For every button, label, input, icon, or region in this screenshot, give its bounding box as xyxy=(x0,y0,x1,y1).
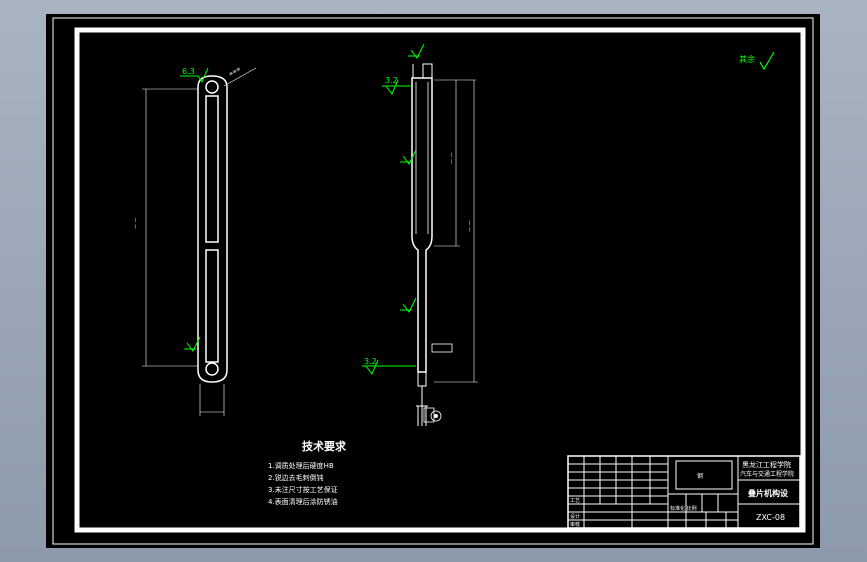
link-dimensions xyxy=(142,67,257,416)
cad-drawing: — — 6.3 ≡≡≡ — — — — 3.2 xyxy=(52,17,814,545)
shaft-roughness-mid xyxy=(400,149,417,313)
shaft-outline xyxy=(411,77,433,373)
school-line-1: 黑龙江工程学院 xyxy=(742,460,791,469)
shaft-dimensions xyxy=(425,79,478,383)
link-length-dim: — — xyxy=(133,217,139,229)
roughness-symbol-icon xyxy=(184,336,201,352)
top-hole xyxy=(205,80,219,94)
tech-req-item-2: 2.锐边去毛刺倒钝 xyxy=(268,473,324,482)
lower-slot xyxy=(205,249,219,363)
cell-design: 设计 xyxy=(570,513,580,520)
bottom-hole xyxy=(205,362,219,376)
roughness-3-2-top-label: 3.2 xyxy=(385,76,398,85)
part-name: 叠片机构设 xyxy=(748,488,788,498)
roughness-3-2-bottom-label: 3.2 xyxy=(364,357,377,366)
upper-slot xyxy=(205,95,219,243)
shaft-length-dim-2: — — xyxy=(467,220,473,232)
shaft-length-dim-1: — — xyxy=(449,152,455,164)
roughness-symbol-icon xyxy=(759,51,775,71)
datum-circle-icon xyxy=(430,410,442,422)
shaft-view xyxy=(411,63,433,426)
tech-req-item-1: 1.调质处理后硬度HB xyxy=(268,461,334,470)
slotted-link-view xyxy=(197,75,228,383)
other-roughness-note: 其余 xyxy=(739,51,775,71)
school-line-2: 汽车与交通工程学院 xyxy=(740,470,794,478)
inner-border xyxy=(74,27,806,533)
tech-req-title: 技术要求 xyxy=(302,439,347,453)
other-roughness-label: 其余 xyxy=(739,54,755,64)
roughness-symbol-icon xyxy=(362,359,416,375)
chamfer-note: ≡≡≡ xyxy=(228,66,242,77)
cell-process: 工艺 xyxy=(570,498,580,504)
link-roughness-bottom xyxy=(184,336,201,352)
link-outline xyxy=(197,75,228,383)
datum-marker xyxy=(423,407,442,423)
roughness-symbol-icon xyxy=(382,79,412,95)
tech-req-item-3: 3.未注尺寸按工艺保证 xyxy=(268,485,338,494)
roughness-symbol-icon xyxy=(180,67,209,84)
roughness-6-3-label: 6.3 xyxy=(182,67,195,76)
shaft-roughness-bottom: 3.2 xyxy=(362,357,416,375)
tech-req-item-4: 4.表面清理后涂防锈油 xyxy=(268,497,338,506)
technical-requirements: 技术要求 1.调质处理后硬度HB 2.锐边去毛刺倒钝 3.未注尺寸按工艺保证 4… xyxy=(268,439,347,506)
shaft-top-stub xyxy=(422,63,433,79)
link-roughness-top: 6.3 xyxy=(180,67,209,84)
title-block xyxy=(567,455,801,529)
roughness-symbol-icon xyxy=(400,297,417,313)
drawing-canvas: — — 6.3 ≡≡≡ — — — — 3.2 xyxy=(46,14,820,548)
material-cell: 钢 xyxy=(697,472,703,480)
roughness-symbol-icon xyxy=(408,43,425,59)
cell-check: 审核 xyxy=(570,521,580,528)
datum-dot-icon xyxy=(434,414,438,418)
outer-border xyxy=(52,17,814,545)
cell-scale-row: 标准化 比例 xyxy=(670,505,697,512)
shaft-bottom-stub xyxy=(417,371,427,387)
shaft-roughness-top: 3.2 xyxy=(382,43,425,95)
roughness-symbol-icon xyxy=(400,149,417,165)
drawing-number: ZXC-08 xyxy=(756,513,785,522)
